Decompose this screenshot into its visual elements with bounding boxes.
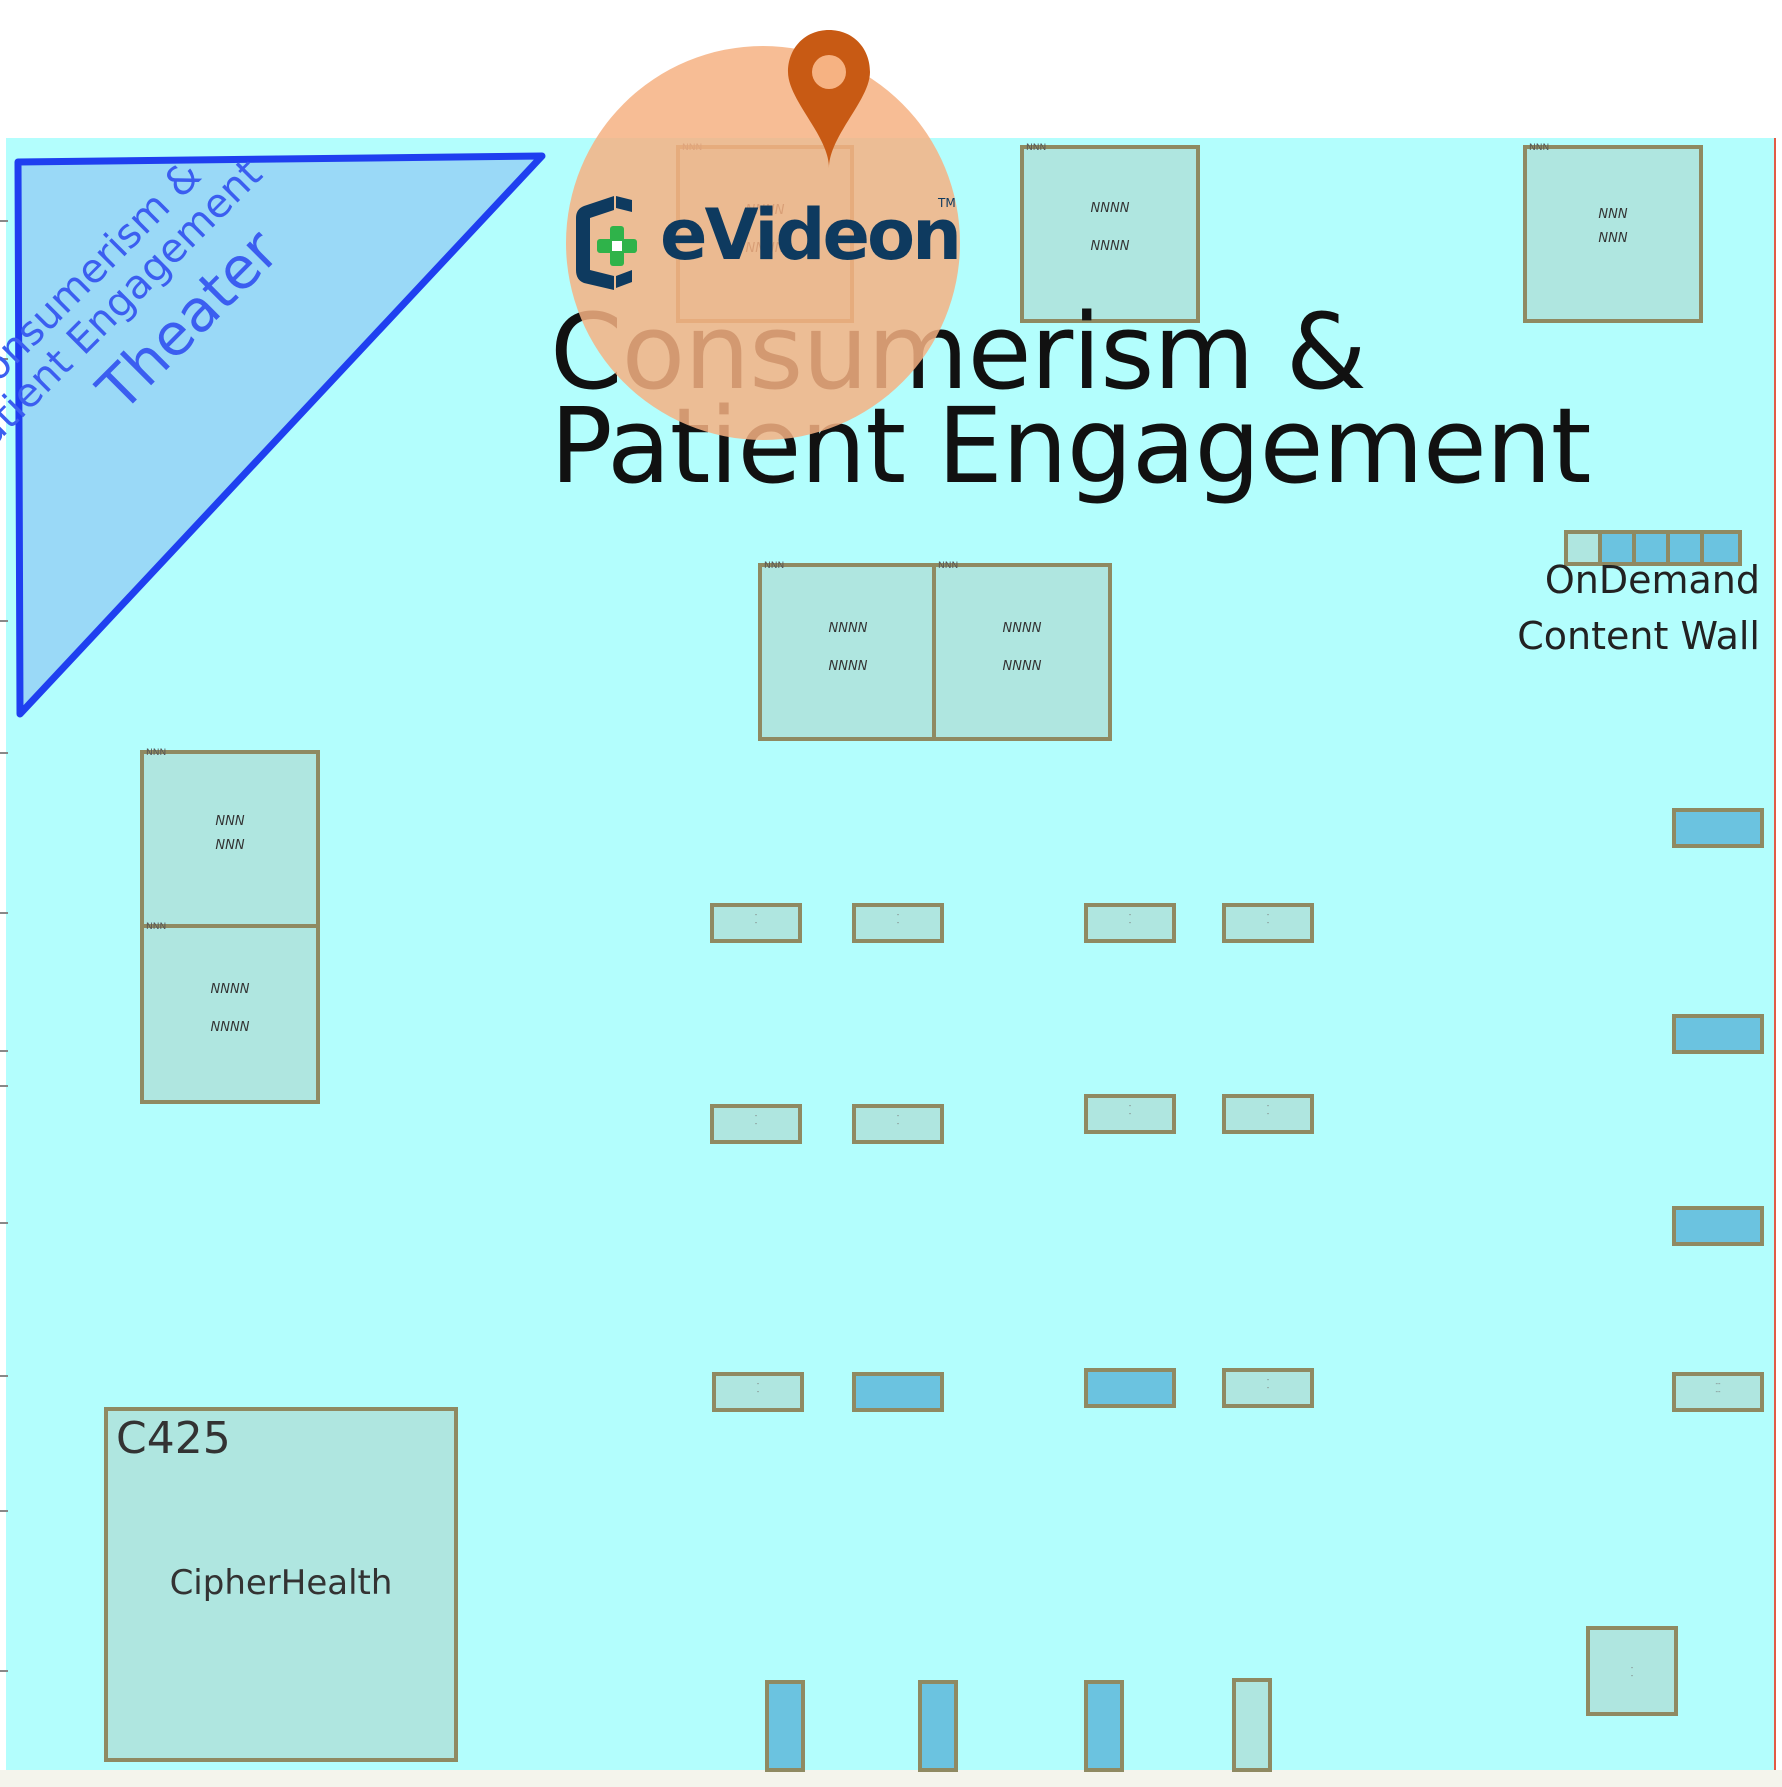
kiosk[interactable]: -- xyxy=(852,903,944,943)
kiosk[interactable]: -- xyxy=(1222,903,1314,943)
kiosk-label: -- xyxy=(1128,1102,1132,1118)
grid-tick xyxy=(0,752,8,754)
booth-label: NNNN xyxy=(1090,201,1130,216)
booth[interactable]: NNN NNNN NNNN xyxy=(932,561,1112,741)
booth-c425-number: C425 xyxy=(116,1413,231,1464)
booth-number: NNN xyxy=(146,748,167,758)
grid-tick xyxy=(0,1222,8,1224)
evideon-logo[interactable]: eVideon TM xyxy=(570,190,962,294)
booth-label: NNNN xyxy=(210,1020,250,1035)
content-wall-label: OnDemand Content Wall xyxy=(1490,552,1760,664)
kiosk[interactable] xyxy=(1672,808,1764,848)
kiosk[interactable] xyxy=(1084,1680,1124,1772)
evideon-logo-text: eVideon xyxy=(660,194,962,276)
grid-tick xyxy=(0,1375,8,1377)
evideon-trademark: TM xyxy=(938,196,956,210)
booth-label: NNNN xyxy=(1002,659,1042,674)
kiosk-label: -- xyxy=(896,1112,900,1128)
booth[interactable]: NNN NNNN NNNN xyxy=(758,561,938,741)
kiosk[interactable]: -- xyxy=(1222,1094,1314,1134)
booth[interactable]: NNN NNNN NNNN xyxy=(140,922,320,1104)
booth-label: NNN xyxy=(215,838,245,853)
kiosk-label: -- xyxy=(1128,911,1132,927)
grid-tick xyxy=(0,1510,8,1512)
grid-tick xyxy=(0,912,8,914)
content-wall-label-line1: OnDemand xyxy=(1544,558,1760,602)
booth-label: NNN xyxy=(1598,207,1628,222)
booth-label: NNNN xyxy=(1090,239,1130,254)
booth-c425[interactable]: C425 CipherHealth xyxy=(104,1407,458,1762)
kiosk-label: -- xyxy=(1266,1376,1270,1392)
kiosk-label: -- xyxy=(1266,1102,1270,1118)
kiosk[interactable] xyxy=(1084,1368,1176,1408)
kiosk[interactable] xyxy=(765,1680,805,1772)
content-wall-screen[interactable] xyxy=(1700,530,1742,566)
kiosk-label: ---- xyxy=(1715,1380,1721,1396)
kiosk[interactable] xyxy=(1672,1206,1764,1246)
booth-label: NNN xyxy=(1598,231,1628,246)
booth[interactable]: -- xyxy=(1586,1626,1678,1716)
booth-c425-exhibitor: CipherHealth xyxy=(169,1563,393,1603)
booth-number: NNN xyxy=(764,561,785,571)
booth-label: NNNN xyxy=(210,982,250,997)
booth[interactable]: NNN NNN NNN xyxy=(1523,143,1703,323)
floor-bottom-strip xyxy=(0,1770,1782,1787)
kiosk-label: -- xyxy=(1266,911,1270,927)
kiosk[interactable]: -- xyxy=(710,1104,802,1144)
booth-number: NNN xyxy=(1529,143,1550,153)
kiosk[interactable]: -- xyxy=(852,1104,944,1144)
booth-label: NNNN xyxy=(828,659,868,674)
kiosk[interactable]: ---- xyxy=(1672,1372,1764,1412)
booth-number: NNN xyxy=(146,922,167,932)
kiosk-label: -- xyxy=(756,1380,760,1396)
grid-tick xyxy=(0,1670,8,1672)
map-pin-icon[interactable] xyxy=(784,28,874,170)
booth-number: NNN xyxy=(1026,143,1047,153)
booth-number: NNN xyxy=(938,561,959,571)
booth-label: NNNN xyxy=(1002,621,1042,636)
booth-label: NNNN xyxy=(828,621,868,636)
booth[interactable]: NNN NNNN NNNN xyxy=(1020,143,1200,323)
grid-tick xyxy=(0,1085,8,1087)
kiosk[interactable]: -- xyxy=(1222,1368,1314,1408)
kiosk[interactable]: -- xyxy=(712,1372,804,1412)
kiosk-label: -- xyxy=(754,1112,758,1128)
booth-label: -- xyxy=(1630,1664,1634,1680)
evideon-cross-icon xyxy=(576,196,637,290)
kiosk[interactable] xyxy=(1232,1678,1272,1772)
kiosk[interactable]: -- xyxy=(1084,903,1176,943)
kiosk-label: -- xyxy=(754,911,758,927)
content-wall-label-line2: Content Wall xyxy=(1517,614,1760,658)
booth-label: NNN xyxy=(215,814,245,829)
kiosk[interactable]: -- xyxy=(710,903,802,943)
content-wall-screen[interactable] xyxy=(1666,530,1704,566)
theater-area[interactable] xyxy=(0,130,560,730)
grid-tick xyxy=(0,358,8,360)
grid-tick xyxy=(0,1050,8,1052)
kiosk-label: -- xyxy=(896,911,900,927)
booth[interactable]: NNN NNN NNN xyxy=(140,748,320,928)
kiosk[interactable]: -- xyxy=(1084,1094,1176,1134)
grid-tick xyxy=(0,220,8,222)
floor-right-edge xyxy=(1774,138,1776,1770)
kiosk[interactable] xyxy=(918,1680,958,1772)
content-wall-screen[interactable] xyxy=(1632,530,1670,566)
kiosk[interactable] xyxy=(852,1372,944,1412)
kiosk[interactable] xyxy=(1672,1014,1764,1054)
grid-tick xyxy=(0,620,8,622)
